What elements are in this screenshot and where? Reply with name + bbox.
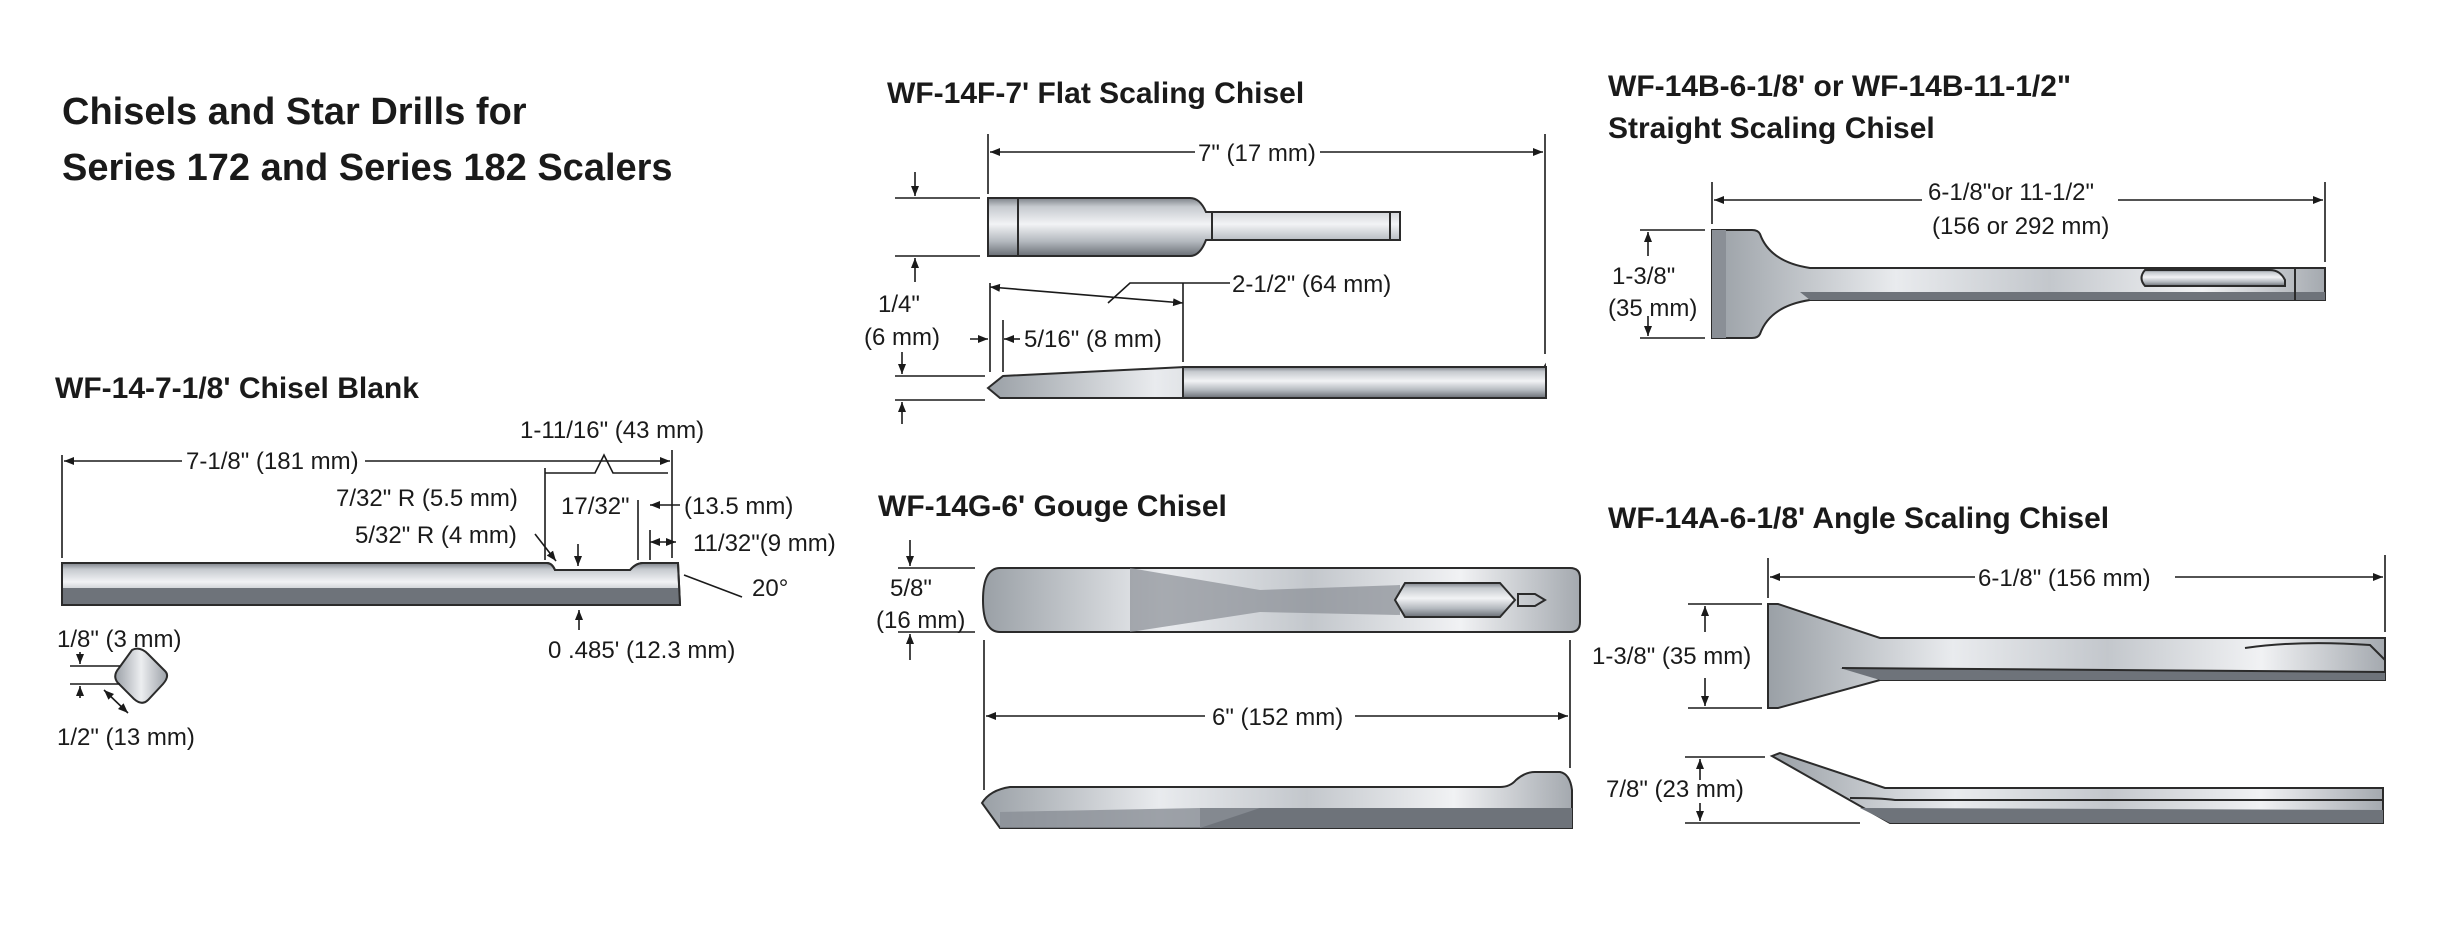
gouge-length-label: 6" (152 mm) <box>1212 704 1343 731</box>
angle-chisel-section: WF-14A-6-1/8' Angle Scaling Chisel 6-1/8… <box>1592 502 2386 824</box>
blank-length-label: 7-1/8" (181 mm) <box>186 448 359 475</box>
flat-chisel-side-shank <box>1182 366 1547 399</box>
blank-depth-2-label: 11/32"(9 mm) <box>693 530 836 557</box>
flat-bevel-label: 5/16" (8 mm) <box>1024 326 1162 353</box>
flat-shank-label: 2-1/2" (64 mm) <box>1232 271 1391 298</box>
title-line-2: Series 172 and Series 182 Scalers <box>62 147 673 189</box>
flat-width-label: 1/4" <box>878 291 920 318</box>
title-line-1: Chisels and Star Drills for <box>62 91 527 133</box>
blank-depth-1-label: 17/32" <box>561 493 630 520</box>
blank-angle-label: 20° <box>752 575 788 602</box>
gouge-width-mm-label: (16 mm) <box>876 607 965 634</box>
gouge-width-label: 5/8" <box>890 575 932 602</box>
blank-hex-a-label: 1/8" (3 mm) <box>57 626 182 653</box>
blank-radius-2-label: 5/32" R (4 mm) <box>355 522 517 549</box>
blank-radius-1-label: 7/32" R (5.5 mm) <box>336 485 518 512</box>
straight-chisel-title-2: Straight Scaling Chisel <box>1608 112 1935 145</box>
straight-width-label: 1-3/8" <box>1612 263 1675 290</box>
angle-chisel-top-view <box>1767 603 2386 709</box>
angle-chisel-title: WF-14A-6-1/8' Angle Scaling Chisel <box>1608 502 2109 535</box>
blank-depth-1-mm-label: (13.5 mm) <box>684 493 793 520</box>
straight-width-mm-label: (35 mm) <box>1608 295 1697 322</box>
straight-length-label-1: 6-1/8"or 11-1/2" <box>1928 179 2094 206</box>
gouge-chisel-title: WF-14G-6' Gouge Chisel <box>878 490 1227 523</box>
gouge-chisel-section: WF-14G-6' Gouge Chisel 5/8" (16 mm) 6" (… <box>876 490 1581 829</box>
flat-chisel-top-view <box>987 197 1401 257</box>
flat-length-label: 7" (17 mm) <box>1198 140 1316 167</box>
angle-height-label: 7/8" (23 mm) <box>1606 776 1744 803</box>
blank-tip-length-label: 1-11/16" (43 mm) <box>520 417 704 444</box>
chisel-blank-lower-band <box>62 588 680 605</box>
flat-width-mm-label: (6 mm) <box>864 324 940 351</box>
chisel-blank-section: WF-14-7-1/8' Chisel Blank 7-1/8" (181 mm… <box>55 372 836 751</box>
flat-chisel-section: WF-14F-7' Flat Scaling Chisel 7" (17 mm)… <box>864 77 1548 424</box>
blank-hex-b-label: 1/2" (13 mm) <box>57 724 195 751</box>
blank-cross-section <box>114 647 169 704</box>
straight-chisel-section: WF-14B-6-1/8' or WF-14B-11-1/2" Straight… <box>1608 70 2326 339</box>
straight-chisel-title-1: WF-14B-6-1/8' or WF-14B-11-1/2" <box>1608 70 2071 103</box>
straight-length-label-2: (156 or 292 mm) <box>1932 213 2109 240</box>
angle-width-label: 1-3/8" (35 mm) <box>1592 643 1751 670</box>
angle-length-label: 6-1/8" (156 mm) <box>1978 565 2151 592</box>
flat-chisel-title: WF-14F-7' Flat Scaling Chisel <box>887 77 1304 110</box>
blank-diameter-label: 0 .485' (12.3 mm) <box>548 637 735 664</box>
chisel-blank-title: WF-14-7-1/8' Chisel Blank <box>55 372 419 405</box>
